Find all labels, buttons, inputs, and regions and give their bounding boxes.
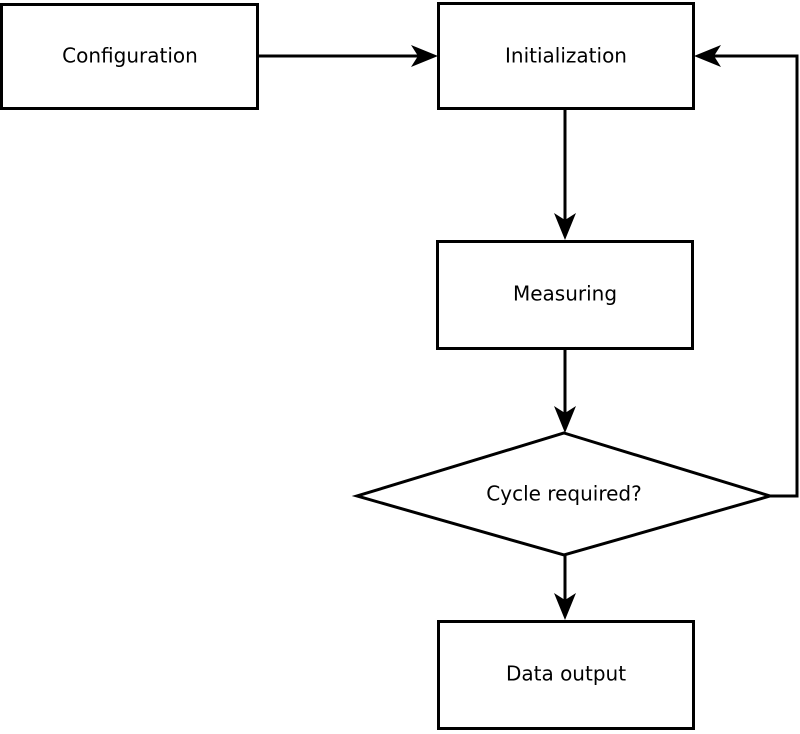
node-initialization[interactable]: Initialization (437, 2, 695, 110)
node-data-output-label: Data output (506, 662, 626, 686)
node-cycle-required-label: Cycle required? (486, 482, 641, 506)
node-cycle-required[interactable]: Cycle required? (351, 431, 776, 557)
node-measuring-shape[interactable] (436, 240, 694, 350)
edge-configuration-to-initialization (259, 45, 438, 67)
node-configuration-shape[interactable] (0, 3, 259, 110)
arrow-head-down-icon (554, 406, 576, 433)
node-data-output[interactable]: Data output (437, 620, 695, 730)
edge-cycle-required-to-data-output (554, 555, 576, 620)
node-initialization-shape[interactable] (437, 2, 695, 110)
arrow-head-left-icon (694, 45, 721, 67)
node-measuring-label: Measuring (513, 282, 617, 306)
edge-cycle-required-to-initialization-loop (694, 45, 799, 498)
node-configuration[interactable]: Configuration (0, 3, 259, 110)
arrow-head-down-icon (554, 213, 576, 240)
node-cycle-required-shape[interactable] (351, 431, 776, 557)
node-configuration-label: Configuration (62, 44, 198, 68)
node-data-output-shape[interactable] (437, 620, 695, 730)
edge-measuring-to-cycle-required (554, 350, 576, 433)
arrow-head-right-icon (411, 45, 438, 67)
edge-initialization-to-measuring (554, 110, 576, 240)
node-measuring[interactable]: Measuring (436, 240, 694, 350)
arrow-head-down-icon (554, 593, 576, 620)
node-initialization-label: Initialization (505, 44, 627, 68)
